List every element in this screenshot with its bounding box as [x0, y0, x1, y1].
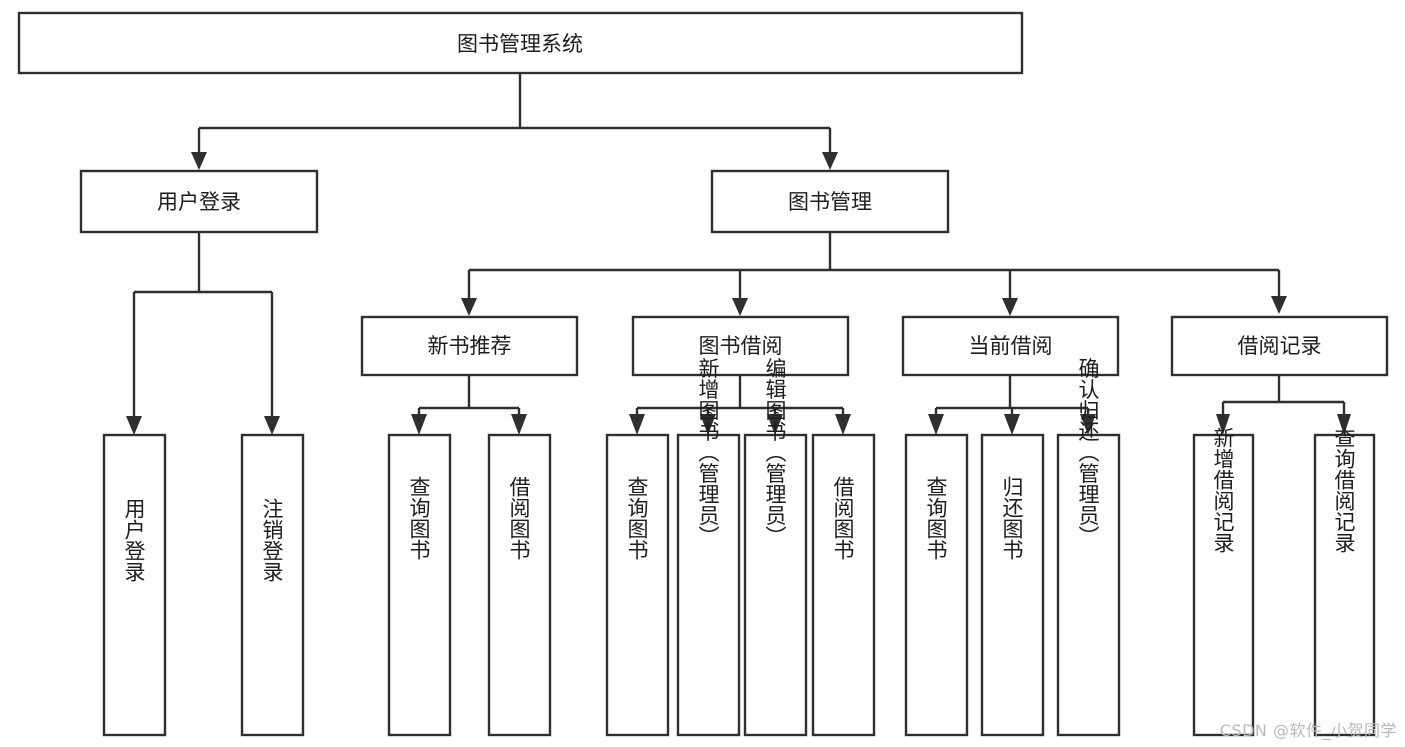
leaf-return-book[interactable]: 归还图书 [980, 433, 1045, 737]
arrow-newbook-leaf-1 [411, 414, 427, 435]
arrow-bookborrow-leaf-1 [629, 414, 645, 435]
node-user-login-box[interactable] [79, 169, 319, 234]
leaf-logout-login-label: 注销登录 [260, 498, 284, 582]
arrow-root-to-user-login [191, 152, 207, 170]
arrow-newbook-leaf-2 [511, 414, 527, 435]
arrow-user-login-leaf-2 [264, 416, 280, 435]
leaf-query-record[interactable]: 查询借阅记录 [1313, 427, 1376, 737]
leaf-borrow-book-2[interactable]: 借阅图书 [811, 433, 876, 737]
leaf-query-book-1-label: 查询图书 [407, 476, 431, 560]
leaf-add-record[interactable]: 新增借阅记录 [1192, 427, 1255, 737]
leaf-borrow-book-2-box[interactable] [811, 433, 876, 737]
node-borrow-record-box[interactable] [1170, 315, 1389, 377]
node-current-borrow-label: 当前借阅 [969, 334, 1053, 358]
node-book-manage-label: 图书管理 [788, 190, 872, 214]
node-book-manage-box[interactable] [710, 169, 950, 234]
arrow-bookborrow-leaf-4 [835, 414, 851, 435]
node-root-label: 图书管理系统 [457, 32, 583, 56]
leaf-borrow-book-1[interactable]: 借阅图书 [487, 433, 552, 737]
node-borrow-record[interactable]: 借阅记录 [1170, 315, 1389, 377]
arrow-currentborrow-leaf-2 [1004, 414, 1020, 435]
leaf-add-book-label: 新增图书（管理员） [696, 358, 720, 547]
leaf-user-login[interactable]: 用户登录 [102, 433, 167, 737]
node-current-borrow[interactable]: 当前借阅 [901, 315, 1120, 377]
node-book-manage[interactable]: 图书管理 [710, 169, 950, 234]
leaf-logout-login-box[interactable] [240, 433, 305, 737]
leaf-borrow-book-1-box[interactable] [487, 433, 552, 737]
leaf-edit-book-label: 编辑图书（管理员） [763, 358, 787, 547]
leaf-query-record-box[interactable] [1313, 433, 1376, 737]
leaf-confirm-return[interactable]: 确认归还（管理员） [1056, 358, 1121, 737]
leaf-query-book-3-label: 查询图书 [924, 476, 948, 560]
arrow-bookborrow-leaf-3 [767, 414, 783, 435]
connector-layer [126, 74, 1351, 435]
node-book-borrow[interactable]: 图书借阅 [631, 315, 850, 377]
node-borrow-record-label: 借阅记录 [1238, 334, 1322, 358]
arrow-user-login-leaf-1 [126, 416, 142, 435]
node-book-borrow-label: 图书借阅 [699, 334, 783, 358]
node-new-book-rec[interactable]: 新书推荐 [360, 315, 579, 377]
leaf-query-book-3[interactable]: 查询图书 [904, 433, 969, 737]
leaf-return-book-box[interactable] [980, 433, 1045, 737]
leaf-add-record-label: 新增借阅记录 [1211, 427, 1235, 553]
node-new-book-rec-box[interactable] [360, 315, 579, 377]
arrow-root-to-book-manage [822, 152, 838, 170]
arrow-bookborrow-leaf-2 [700, 414, 716, 435]
leaf-edit-book-box[interactable] [743, 433, 808, 737]
leaf-node-group: 用户登录 注销登录 查询图书 借阅图书 查询图书 新增图书（管理员） [102, 358, 1376, 737]
arrow-borrowrecord-leaf-1 [1216, 414, 1230, 435]
leaf-user-login-box[interactable] [102, 433, 167, 737]
arrow-currentborrow-leaf-1 [928, 414, 944, 435]
leaf-add-book-box[interactable] [676, 433, 741, 737]
leaf-return-book-label: 归还图书 [1000, 476, 1024, 560]
leaf-add-record-box[interactable] [1192, 433, 1255, 737]
arrow-bm-to-newbook [461, 298, 477, 316]
leaf-query-book-3-box[interactable] [904, 433, 969, 737]
node-root[interactable]: 图书管理系统 [17, 11, 1024, 75]
leaf-borrow-book-1-label: 借阅图书 [507, 476, 531, 560]
arrow-bm-to-bookborrow [732, 298, 748, 316]
leaf-add-book[interactable]: 新增图书（管理员） [676, 358, 741, 737]
leaf-query-record-label: 查询借阅记录 [1332, 427, 1356, 553]
leaf-user-login-label: 用户登录 [122, 498, 146, 582]
leaf-confirm-return-box[interactable] [1056, 433, 1121, 737]
leaf-logout-login[interactable]: 注销登录 [240, 433, 305, 737]
leaf-query-book-2-box[interactable] [605, 433, 670, 737]
node-user-login[interactable]: 用户登录 [79, 169, 319, 234]
leaf-edit-book[interactable]: 编辑图书（管理员） [743, 358, 808, 737]
node-book-borrow-box[interactable] [631, 315, 850, 377]
node-root-box[interactable] [17, 11, 1024, 75]
leaf-confirm-return-label: 确认归还（管理员） [1076, 358, 1100, 547]
node-new-book-rec-label: 新书推荐 [428, 334, 512, 358]
arrow-borrowrecord-leaf-2 [1337, 414, 1351, 435]
leaf-query-book-1-box[interactable] [387, 433, 452, 737]
arrow-currentborrow-leaf-3 [1080, 414, 1096, 435]
node-user-login-label: 用户登录 [157, 190, 241, 214]
csdn-watermark: CSDN @软件_小贺同学 [1219, 721, 1397, 740]
leaf-query-book-2-label: 查询图书 [625, 476, 649, 560]
leaf-query-book-1[interactable]: 查询图书 [387, 433, 452, 737]
arrow-bm-to-borrowrecord [1271, 296, 1287, 314]
arrow-bm-to-currentborrow [1002, 298, 1018, 316]
leaf-query-book-2[interactable]: 查询图书 [605, 433, 670, 737]
leaf-borrow-book-2-label: 借阅图书 [831, 476, 855, 560]
node-current-borrow-box[interactable] [901, 315, 1120, 377]
